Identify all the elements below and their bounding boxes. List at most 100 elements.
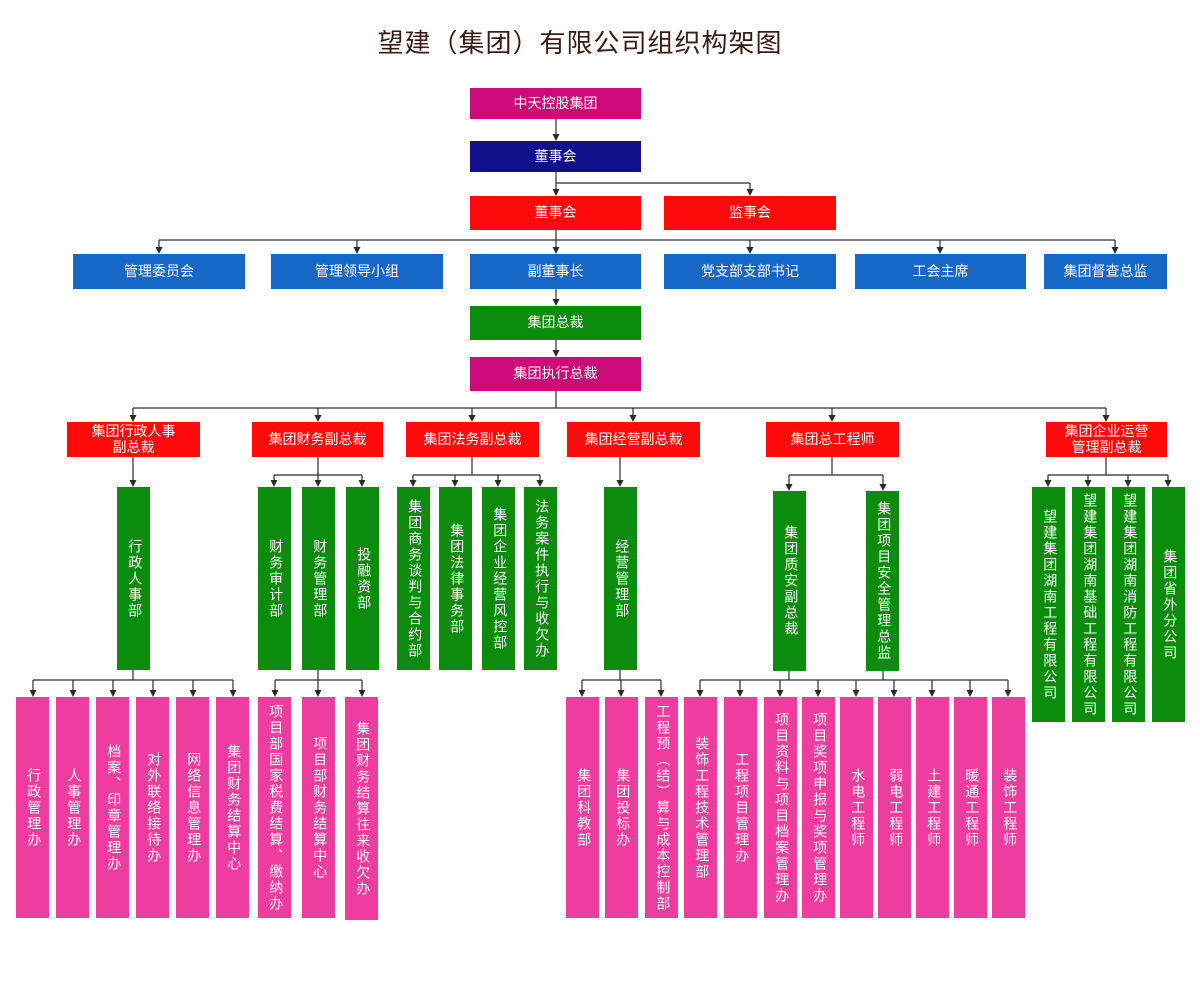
node-supervisory-board: 监事会 [664, 196, 836, 230]
arrowhead [552, 247, 560, 254]
arrowhead [852, 690, 860, 697]
arrowhead [468, 415, 476, 422]
node-dept-budget-cost-control: 工程预（结）算与成本控制部 [645, 697, 678, 918]
node-dept-legal-affairs: 集团法律事务部 [439, 487, 472, 670]
arrowhead [129, 480, 137, 487]
arrowhead [746, 189, 754, 196]
arrowhead [536, 480, 544, 487]
node-dept-business-management: 经营管理部 [604, 487, 637, 670]
node-executive-president: 集团执行总裁 [470, 357, 641, 391]
arrowhead [69, 690, 77, 697]
arrowhead [696, 690, 704, 697]
arrowhead [358, 480, 366, 487]
node-management-leadership-group: 管理领导小组 [271, 254, 443, 289]
arrowhead [149, 690, 157, 697]
node-dept-risk-control: 集团企业经营风控部 [482, 487, 515, 670]
arrowhead [928, 690, 936, 697]
arrowhead [451, 480, 459, 487]
arrowhead [409, 480, 417, 487]
arrowhead [109, 690, 117, 697]
node-company-hunan-engineering: 望建集团湖南工程有限公司 [1032, 487, 1065, 722]
node-office-project-tax-settlement: 项目部国家税费结算、缴纳办 [258, 697, 291, 918]
node-engineer-low-voltage: 弱电工程师 [878, 697, 911, 918]
node-office-project-management: 工程项目管理办 [724, 697, 757, 918]
node-party-branch-secretary: 党支部支部书记 [664, 254, 836, 289]
arrowhead [155, 247, 163, 254]
arrowhead [1044, 480, 1052, 487]
node-dept-investment-financing: 投融资部 [346, 487, 379, 670]
arrowhead [936, 247, 944, 254]
arrowhead [189, 690, 197, 697]
node-vp-legal: 集团法务副总裁 [406, 422, 539, 457]
node-management-committee: 管理委员会 [73, 254, 245, 289]
arrowhead [828, 415, 836, 422]
arrowhead [1004, 690, 1012, 697]
node-director-project-safety: 集团项目安全管理总监 [866, 491, 899, 671]
node-office-group-receivables: 集团财务结算往来收欠办 [345, 697, 378, 920]
arrowhead [1102, 415, 1110, 422]
node-vp-quality-safety: 集团质安副总裁 [773, 491, 806, 671]
arrowhead [552, 350, 560, 357]
node-vp-business: 集团经营副总裁 [567, 422, 700, 457]
arrowhead [966, 690, 974, 697]
arrowhead [617, 690, 625, 697]
arrowhead [814, 690, 822, 697]
arrowhead [129, 415, 137, 422]
node-holding-group: 中天控股集团 [470, 88, 641, 119]
arrowhead [890, 690, 898, 697]
arrowhead [578, 690, 586, 697]
arrowhead [1084, 480, 1092, 487]
node-vp-finance: 集团财务副总裁 [252, 422, 383, 457]
node-vp-admin-hr: 集团行政人事 副总裁 [67, 422, 200, 457]
arrowhead [629, 415, 637, 422]
arrowhead [552, 189, 560, 196]
node-office-project-awards: 项目奖项申报与奖项管理办 [802, 697, 835, 918]
arrowhead [314, 690, 322, 697]
node-dept-science-education: 集团科教部 [566, 697, 599, 918]
node-dept-negotiation-contracts: 集团商务谈判与合约部 [397, 487, 430, 670]
node-group-inspector-general: 集团督查总监 [1044, 254, 1167, 289]
node-dept-financial-audit: 财务审计部 [258, 487, 291, 670]
node-branch-out-of-province: 集团省外分公司 [1152, 487, 1185, 722]
node-office-external-liaison: 对外联络接待办 [136, 697, 169, 918]
node-office-archives-seals: 档案、印章管理办 [96, 697, 129, 918]
node-company-hunan-fire: 望建集团湖南消防工程有限公司 [1112, 487, 1145, 722]
arrowhead [353, 247, 361, 254]
arrowhead [314, 480, 322, 487]
node-company-hunan-foundation: 望建集团湖南基础工程有限公司 [1072, 487, 1105, 722]
arrowhead [657, 690, 665, 697]
node-board-of-directors: 董事会 [470, 196, 641, 230]
arrowhead [879, 484, 887, 491]
node-union-chairman: 工会主席 [855, 254, 1026, 289]
node-office-bidding: 集团投标办 [605, 697, 638, 918]
arrowhead [776, 690, 784, 697]
arrowhead [1164, 480, 1172, 487]
chart-title: 望建（集团）有限公司组织构架图 [377, 29, 783, 59]
arrowhead [1111, 247, 1119, 254]
arrowhead [270, 480, 278, 487]
node-office-project-finance-settlement: 项目部财务结算中心 [302, 697, 335, 918]
node-board-of-directors-top: 董事会 [470, 141, 641, 172]
node-dept-decoration-tech-management: 装饰工程技术管理部 [684, 697, 717, 918]
arrowhead [785, 484, 793, 491]
arrowhead [552, 299, 560, 306]
node-engineer-civil: 土建工程师 [916, 697, 949, 918]
node-office-network-info: 网络信息管理办 [176, 697, 209, 918]
node-office-personnel: 人事管理办 [56, 697, 89, 918]
arrowhead [616, 480, 624, 487]
arrowhead [552, 134, 560, 141]
node-engineer-decoration: 装饰工程师 [992, 697, 1025, 918]
node-dept-finance-management: 财务管理部 [302, 487, 335, 670]
node-group-president: 集团总裁 [470, 306, 641, 340]
arrowhead [746, 247, 754, 254]
arrowhead [1124, 480, 1132, 487]
arrowhead [229, 690, 237, 697]
arrowhead [271, 690, 279, 697]
node-dept-admin-hr: 行政人事部 [117, 487, 150, 670]
node-engineer-hvac: 暖通工程师 [954, 697, 987, 918]
node-office-finance-settlement-center: 集团财务结算中心 [216, 697, 249, 918]
node-office-administration: 行政管理办 [16, 697, 49, 918]
arrowhead [29, 690, 37, 697]
